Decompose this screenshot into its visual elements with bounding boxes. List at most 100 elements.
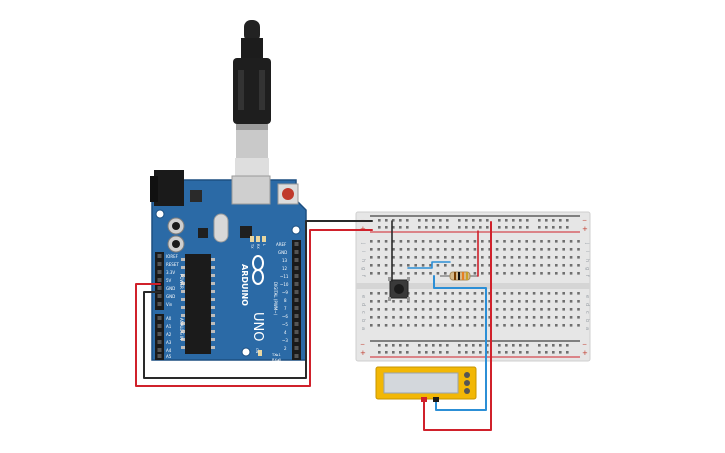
breadboard-hole[interactable] — [377, 292, 380, 295]
breadboard-hole[interactable] — [432, 344, 435, 347]
breadboard-hole[interactable] — [503, 324, 506, 327]
wire-red-5v[interactable] — [135, 229, 373, 387]
breadboard-hole[interactable] — [569, 264, 573, 267]
breadboard-hole[interactable] — [399, 264, 403, 267]
breadboard-hole[interactable] — [518, 272, 521, 275]
breadboard-hole[interactable] — [510, 300, 514, 303]
breadboard-hole[interactable] — [458, 351, 461, 354]
breadboard-hole[interactable] — [518, 300, 521, 303]
breadboard-hole[interactable] — [429, 316, 432, 319]
breadboard-hole[interactable] — [399, 324, 403, 327]
breadboard-hole[interactable] — [519, 344, 522, 347]
breadboard-hole[interactable] — [444, 324, 447, 327]
breadboard-hole[interactable] — [392, 272, 395, 275]
breadboard-hole[interactable] — [444, 256, 447, 259]
breadboard-hole[interactable] — [486, 344, 489, 347]
breadboard-hole[interactable] — [526, 344, 529, 347]
breadboard-hole[interactable] — [384, 324, 388, 327]
breadboard-hole[interactable] — [518, 240, 521, 243]
breadboard-hole[interactable] — [512, 344, 515, 347]
breadboard-hole[interactable] — [518, 308, 521, 311]
breadboard-hole[interactable] — [458, 219, 461, 222]
breadboard-hole[interactable] — [370, 300, 373, 303]
breadboard-hole[interactable] — [547, 240, 551, 243]
breadboard-hole[interactable] — [526, 226, 529, 229]
breadboard-hole[interactable] — [444, 272, 447, 275]
breadboard-hole[interactable] — [510, 316, 514, 319]
breadboard-hole[interactable] — [451, 292, 454, 295]
breadboard-hole[interactable] — [429, 240, 432, 243]
breadboard-hole[interactable] — [436, 292, 440, 295]
multimeter-knob-icon[interactable] — [464, 372, 470, 378]
breadboard-hole[interactable] — [429, 324, 432, 327]
breadboard-hole[interactable] — [414, 272, 417, 275]
breadboard-hole[interactable] — [540, 248, 543, 251]
breadboard-hole[interactable] — [399, 344, 402, 347]
breadboard-hole[interactable] — [559, 344, 562, 347]
breadboard-hole[interactable] — [432, 226, 435, 229]
breadboard-hole[interactable] — [495, 316, 499, 319]
breadboard-hole[interactable] — [392, 300, 395, 303]
breadboard-hole[interactable] — [503, 308, 506, 311]
breadboard-hole[interactable] — [451, 240, 454, 243]
breadboard-hole[interactable] — [406, 226, 409, 229]
breadboard-hole[interactable] — [486, 226, 489, 229]
breadboard-hole[interactable] — [377, 324, 380, 327]
breadboard-hole[interactable] — [436, 308, 440, 311]
breadboard-hole[interactable] — [503, 248, 506, 251]
breadboard-hole[interactable] — [466, 308, 469, 311]
breadboard-hole[interactable] — [407, 316, 410, 319]
breadboard-hole[interactable] — [525, 292, 528, 295]
breadboard-hole[interactable] — [385, 219, 388, 222]
breadboard-hole[interactable] — [473, 300, 477, 303]
breadboard-hole[interactable] — [495, 248, 499, 251]
breadboard-hole[interactable] — [540, 316, 543, 319]
breadboard-hole[interactable] — [399, 272, 403, 275]
breadboard-hole[interactable] — [540, 292, 543, 295]
breadboard-hole[interactable] — [406, 344, 409, 347]
breadboard-hole[interactable] — [399, 240, 403, 243]
breadboard-hole[interactable] — [458, 264, 462, 267]
breadboard-hole[interactable] — [555, 272, 558, 275]
breadboard-hole[interactable] — [555, 240, 558, 243]
breadboard-hole[interactable] — [421, 308, 425, 311]
usb-cable[interactable] — [233, 20, 271, 182]
breadboard-hole[interactable] — [518, 256, 521, 259]
breadboard-hole[interactable] — [472, 219, 475, 222]
breadboard-hole[interactable] — [429, 308, 432, 311]
breadboard-hole[interactable] — [481, 272, 484, 275]
breadboard-hole[interactable] — [538, 226, 541, 229]
breadboard-hole[interactable] — [384, 256, 388, 259]
breadboard-hole[interactable] — [569, 256, 573, 259]
breadboard-hole[interactable] — [488, 308, 491, 311]
breadboard-hole[interactable] — [510, 308, 514, 311]
breadboard-hole[interactable] — [486, 351, 489, 354]
breadboard-hole[interactable] — [540, 324, 543, 327]
breadboard-hole[interactable] — [429, 300, 432, 303]
breadboard-hole[interactable] — [466, 264, 469, 267]
breadboard-hole[interactable] — [414, 240, 417, 243]
breadboard-hole[interactable] — [569, 240, 573, 243]
breadboard-hole[interactable] — [569, 308, 573, 311]
breadboard-hole[interactable] — [503, 256, 506, 259]
breadboard-hole[interactable] — [547, 248, 551, 251]
breadboard-hole[interactable] — [399, 308, 403, 311]
breadboard-hole[interactable] — [384, 272, 388, 275]
breadboard-hole[interactable] — [532, 316, 536, 319]
breadboard-hole[interactable] — [414, 292, 417, 295]
breadboard-hole[interactable] — [436, 248, 440, 251]
breadboard-hole[interactable] — [384, 240, 388, 243]
breadboard-hole[interactable] — [421, 256, 425, 259]
breadboard-hole[interactable] — [466, 248, 469, 251]
breadboard-hole[interactable] — [503, 316, 506, 319]
breadboard-hole[interactable] — [481, 264, 484, 267]
breadboard-hole[interactable] — [562, 272, 565, 275]
breadboard-hole[interactable] — [406, 351, 409, 354]
breadboard-hole[interactable] — [512, 226, 515, 229]
breadboard-hole[interactable] — [436, 264, 440, 267]
breadboard-hole[interactable] — [503, 292, 506, 295]
breadboard-hole[interactable] — [458, 240, 462, 243]
breadboard-hole[interactable] — [488, 316, 491, 319]
breadboard-hole[interactable] — [481, 316, 484, 319]
breadboard-hole[interactable] — [555, 248, 558, 251]
